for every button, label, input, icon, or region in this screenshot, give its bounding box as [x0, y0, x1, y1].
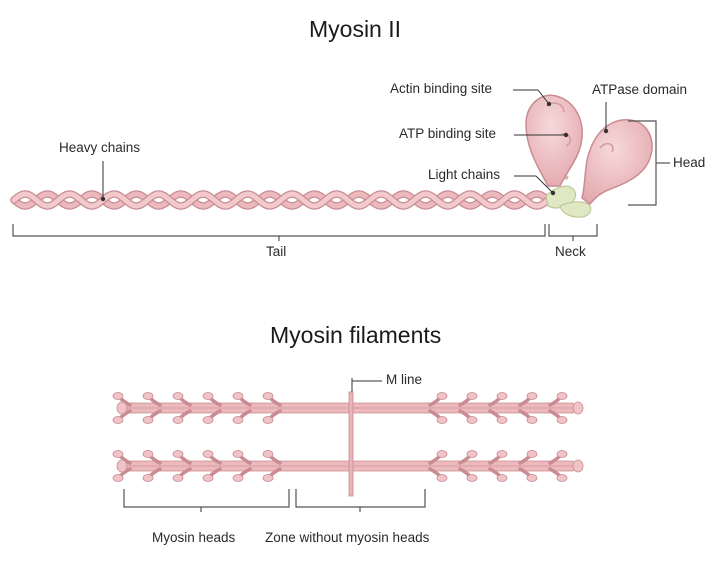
myosin-head-cluster — [112, 450, 132, 482]
neck-bracket — [548, 224, 598, 237]
myosin-heads-bracket — [123, 489, 290, 508]
myosin-head-cluster — [232, 392, 252, 424]
myosin-head-cluster — [232, 450, 252, 482]
myosin-head-cluster — [428, 450, 448, 482]
label-myosin-heads: Myosin heads — [152, 530, 236, 545]
myosin-head-left — [525, 94, 583, 187]
label-heavy-chains: Heavy chains — [59, 140, 141, 155]
tail-bracket — [12, 224, 546, 237]
thick-filament — [112, 392, 584, 424]
myosin-head-cluster — [488, 392, 508, 424]
label-atp-binding-site: ATP binding site — [399, 126, 497, 141]
myosin-head-cluster — [488, 450, 508, 482]
label-neck: Neck — [555, 244, 586, 259]
myosin-head-cluster — [142, 392, 162, 424]
myosin-head-cluster — [202, 392, 222, 424]
label-atpase-domain: ATPase domain — [592, 82, 688, 97]
label-head: Head — [673, 155, 706, 170]
myosin-filaments-title: Myosin filaments — [270, 322, 442, 348]
label-actin-binding-site: Actin binding site — [390, 81, 493, 96]
thick-filament — [112, 450, 584, 482]
myosin-head-cluster — [518, 392, 538, 424]
myosin-head-cluster — [112, 392, 132, 424]
myosin-head-cluster — [428, 392, 448, 424]
label-light-chains: Light chains — [428, 167, 501, 182]
m-line — [348, 378, 382, 497]
myosin-head-cluster — [202, 450, 222, 482]
filament-brackets — [123, 489, 426, 512]
label-m-line: M line — [386, 372, 423, 387]
pointer-actin-binding-2 — [537, 89, 550, 105]
myosin-head-cluster — [142, 450, 162, 482]
pointer-light-chains-2 — [535, 175, 554, 194]
myosin-filaments-group — [112, 392, 584, 482]
myosin-ii-title: Myosin II — [309, 16, 402, 42]
label-zone-without-myosin-heads: Zone without myosin heads — [265, 530, 430, 545]
myosin-head-cluster — [172, 450, 192, 482]
myosin-head-right — [581, 119, 653, 205]
myosin-head-cluster — [548, 450, 568, 482]
myosin-ii-pointers — [102, 89, 607, 199]
myosin-head-cluster — [548, 392, 568, 424]
zone-without-heads-bracket — [295, 489, 426, 508]
myosin-ii-pointer-dots — [100, 101, 609, 202]
myosin-head-cluster — [518, 450, 538, 482]
myosin-head-cluster — [262, 450, 282, 482]
myosin-head-cluster — [458, 392, 478, 424]
myosin-ii-brackets — [12, 120, 670, 241]
myosin-ii-tail — [10, 190, 552, 210]
label-tail: Tail — [266, 244, 287, 259]
myosin-head-cluster — [262, 392, 282, 424]
myosin-head-cluster — [458, 450, 478, 482]
myosin-head-cluster — [172, 392, 192, 424]
